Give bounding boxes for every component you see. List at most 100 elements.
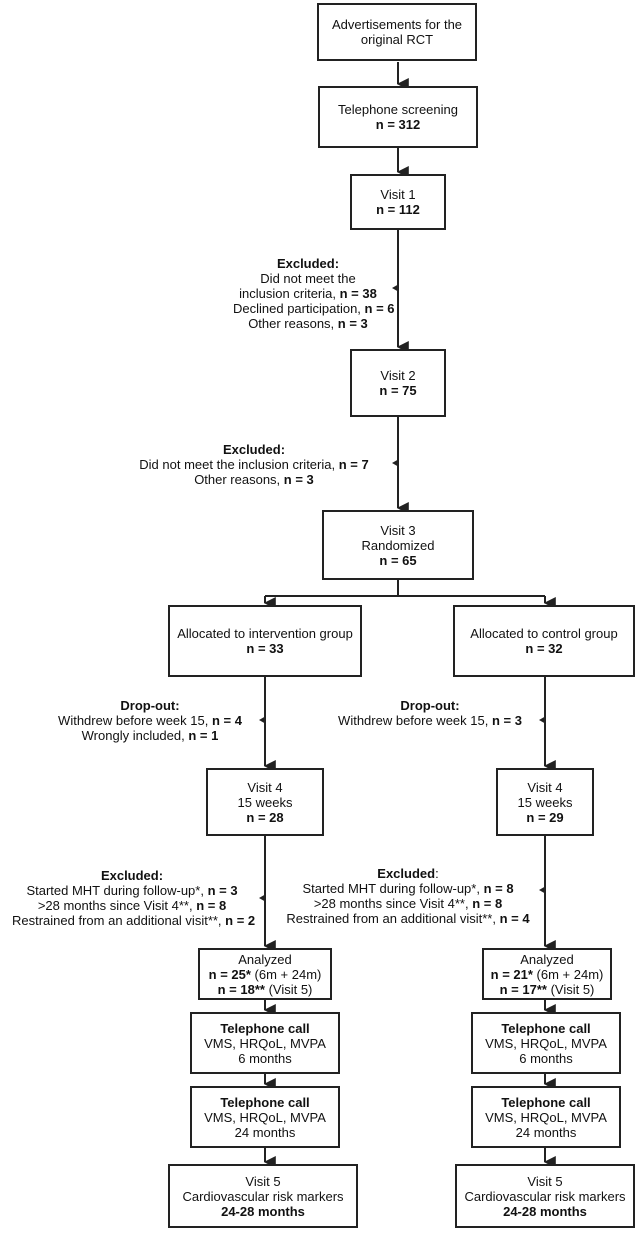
excluded-line: >28 months since Visit 4**, n = 8 bbox=[284, 896, 532, 911]
analyzed-intervention-n1: n = 25* (6m + 24m) bbox=[209, 967, 322, 982]
visit4-intervention-box: Visit 4 15 weeks n = 28 bbox=[206, 768, 324, 836]
dropout-reason: Withdrew before week 15, bbox=[338, 713, 492, 728]
analyzed-count: n = 17** bbox=[499, 981, 547, 997]
analyzed-detail: (Visit 5) bbox=[546, 981, 595, 997]
excluded-reason: inclusion criteria, bbox=[239, 286, 340, 301]
telephone-call-6m-intervention-box: Telephone call VMS, HRQoL, MVPA 6 months bbox=[190, 1012, 340, 1074]
excluded-heading: Excluded: bbox=[100, 868, 164, 883]
visit4-intervention-title: Visit 4 bbox=[247, 779, 283, 795]
exclusion-arrowhead-control bbox=[539, 886, 546, 894]
visit2-title: Visit 2 bbox=[380, 368, 416, 383]
excluded-reason: >28 months since Visit 4**, bbox=[37, 898, 197, 913]
visit5-sub: Cardiovascular risk markers bbox=[464, 1188, 626, 1204]
analyzed-detail: (Visit 5) bbox=[264, 981, 313, 997]
advertisements-line-2: original RCT bbox=[360, 32, 434, 47]
excluded-reason: Declined participation, bbox=[233, 301, 365, 316]
call-time: 6 months bbox=[519, 1050, 573, 1066]
allocated-control-box: Allocated to control group n = 32 bbox=[453, 605, 635, 677]
excluded-line: Other reasons, n = 3 bbox=[233, 316, 383, 331]
call-measures: VMS, HRQoL, MVPA bbox=[485, 1035, 607, 1051]
telephone-call-6m-control-box: Telephone call VMS, HRQoL, MVPA 6 months bbox=[471, 1012, 621, 1074]
allocated-intervention-box: Allocated to intervention group n = 33 bbox=[168, 605, 362, 677]
exclusion-arrowhead-2 bbox=[392, 459, 399, 467]
excluded-heading: Excluded: bbox=[222, 442, 286, 457]
excluded-line: Restrained from an additional visit**, n… bbox=[284, 911, 532, 926]
visit4-control-sub: 15 weeks bbox=[517, 794, 573, 810]
advertisements-line-1: Advertisements for the bbox=[331, 17, 463, 32]
visit3-sub: Randomized bbox=[361, 537, 435, 553]
visit4-control-title: Visit 4 bbox=[527, 779, 563, 795]
excluded-reason: Started MHT during follow-up*, bbox=[26, 883, 208, 898]
call-measures: VMS, HRQoL, MVPA bbox=[485, 1109, 607, 1125]
excluded-heading-colon: : bbox=[435, 866, 439, 881]
advertisements-box: Advertisements for the original RCT bbox=[317, 3, 477, 61]
dropout-line: Wrongly included, n = 1 bbox=[50, 728, 250, 743]
visit5-control-box: Visit 5 Cardiovascular risk markers 24-2… bbox=[455, 1164, 635, 1228]
call-measures: VMS, HRQoL, MVPA bbox=[204, 1035, 326, 1051]
excluded-count: n = 7 bbox=[338, 457, 369, 472]
visit5-time: 24-28 months bbox=[221, 1203, 305, 1219]
visit4-control-box: Visit 4 15 weeks n = 29 bbox=[496, 768, 594, 836]
visit5-title: Visit 5 bbox=[245, 1173, 281, 1189]
visit3-n: n = 65 bbox=[379, 552, 417, 568]
dropout-reason: Wrongly included, bbox=[81, 728, 189, 743]
excluded-count: n = 8 bbox=[483, 881, 514, 896]
analyzed-count: n = 25* bbox=[208, 966, 251, 982]
allocated-intervention-title: Allocated to intervention group bbox=[177, 626, 353, 641]
telephone-screening-n: n = 312 bbox=[375, 117, 421, 132]
call-title: Telephone call bbox=[501, 1094, 591, 1110]
visit5-intervention-box: Visit 5 Cardiovascular risk markers 24-2… bbox=[168, 1164, 358, 1228]
telephone-call-24m-control-box: Telephone call VMS, HRQoL, MVPA 24 month… bbox=[471, 1086, 621, 1148]
excluded-count: n = 6 bbox=[364, 301, 395, 316]
exclusion-arrowhead-1 bbox=[392, 284, 399, 292]
dropout-note-control: Drop-out: Withdrew before week 15, n = 3 bbox=[330, 698, 530, 728]
excluded-count: n = 2 bbox=[225, 913, 256, 928]
excluded-reason: Other reasons, bbox=[248, 316, 338, 331]
analyzed-count: n = 21* bbox=[490, 966, 533, 982]
excluded-count: n = 8 bbox=[196, 898, 227, 913]
excluded-line: Restrained from an additional visit**, n… bbox=[12, 913, 256, 928]
visit5-title: Visit 5 bbox=[527, 1173, 563, 1189]
visit1-n: n = 112 bbox=[376, 202, 420, 217]
excluded-note-control: Excluded: Started MHT during follow-up*,… bbox=[284, 866, 532, 926]
dropout-line: Withdrew before week 15, n = 3 bbox=[330, 713, 530, 728]
excluded-reason: Other reasons, bbox=[194, 472, 284, 487]
dropout-heading: Drop-out: bbox=[120, 698, 180, 713]
analyzed-control-n2: n = 17** (Visit 5) bbox=[500, 982, 595, 997]
excluded-heading-line: Excluded: bbox=[284, 866, 532, 881]
visit2-n: n = 75 bbox=[379, 383, 417, 398]
analyzed-control-title: Analyzed bbox=[520, 951, 574, 967]
dropout-count: n = 4 bbox=[211, 713, 242, 728]
analyzed-intervention-title: Analyzed bbox=[238, 951, 292, 967]
excluded-reason: Started MHT during follow-up*, bbox=[302, 881, 484, 896]
visit5-sub: Cardiovascular risk markers bbox=[182, 1188, 344, 1204]
visit1-title: Visit 1 bbox=[380, 187, 416, 202]
analyzed-intervention-n2: n = 18** (Visit 5) bbox=[218, 982, 313, 997]
excluded-count: n = 3 bbox=[283, 472, 314, 487]
excluded-line: inclusion criteria, n = 38 bbox=[233, 286, 383, 301]
call-title: Telephone call bbox=[220, 1094, 310, 1110]
dropout-count: n = 1 bbox=[188, 728, 219, 743]
visit1-box: Visit 1 n = 112 bbox=[350, 174, 446, 230]
excluded-heading: Excluded: bbox=[276, 256, 340, 271]
exclusion-arrowhead-intervention bbox=[259, 894, 266, 902]
excluded-count: n = 8 bbox=[472, 896, 503, 911]
call-title: Telephone call bbox=[220, 1020, 310, 1036]
excluded-reason: >28 months since Visit 4**, bbox=[313, 896, 473, 911]
excluded-line: Declined participation, n = 6 bbox=[233, 301, 395, 316]
visit3-title: Visit 3 bbox=[380, 522, 416, 538]
visit3-box: Visit 3 Randomized n = 65 bbox=[322, 510, 474, 580]
call-time: 6 months bbox=[238, 1050, 292, 1066]
visit4-intervention-sub: 15 weeks bbox=[237, 794, 293, 810]
allocated-intervention-n: n = 33 bbox=[246, 641, 284, 656]
analyzed-intervention-box: Analyzed n = 25* (6m + 24m) n = 18** (Vi… bbox=[198, 948, 332, 1000]
excluded-line: Did not meet the bbox=[260, 271, 356, 286]
excluded-heading: Excluded bbox=[377, 866, 436, 881]
excluded-line: >28 months since Visit 4**, n = 8 bbox=[12, 898, 252, 913]
dropout-note-intervention: Drop-out: Withdrew before week 15, n = 4… bbox=[50, 698, 250, 743]
dropout-arrowhead-intervention bbox=[259, 716, 266, 724]
telephone-screening-title: Telephone screening bbox=[338, 102, 458, 117]
allocated-control-title: Allocated to control group bbox=[470, 626, 618, 641]
call-time: 24 months bbox=[234, 1124, 296, 1140]
